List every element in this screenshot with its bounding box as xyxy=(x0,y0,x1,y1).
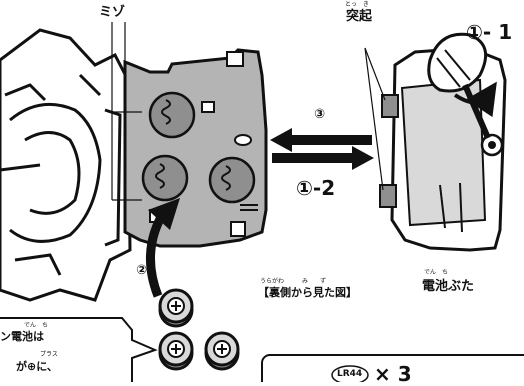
callout-line1-ruby: でん ち xyxy=(24,322,49,329)
coin-battery-right xyxy=(204,331,240,371)
back-view-ruby: うらがわ み ず xyxy=(260,278,327,285)
coin-batteries xyxy=(158,288,240,371)
back-view-label: 【裏側から見た図】 xyxy=(258,286,357,299)
step-arrows xyxy=(270,128,374,170)
callout-line2: が⊕に、 xyxy=(16,360,58,373)
device-body xyxy=(0,28,132,302)
arrow-step-1-2 xyxy=(272,146,374,170)
coin-battery-top xyxy=(158,288,194,328)
battery-count-text: × 3 xyxy=(374,362,412,386)
battery-type-text: LR44 xyxy=(337,369,363,379)
protrusion-ruby: とっ き xyxy=(345,1,369,8)
protrusion-leaders xyxy=(364,47,386,191)
step-2-label: ② xyxy=(136,263,148,278)
battery-cover-ruby: でん ち xyxy=(424,269,449,276)
step-1-2-label: ①-2 xyxy=(296,176,336,200)
screwdriver-icon xyxy=(427,32,497,140)
groove-label: ミゾ xyxy=(99,5,126,20)
protrusion-label: 突起 xyxy=(346,9,373,24)
step-1-1-label: ①- 1 xyxy=(466,20,513,44)
coin-battery-left xyxy=(158,331,194,371)
callout-line2-ruby: プラス xyxy=(40,351,58,358)
battery-compartment xyxy=(123,48,268,248)
battery-type-box xyxy=(261,354,524,386)
callout-bubble xyxy=(0,317,158,386)
battery-cover-label: 電池ぶた xyxy=(422,279,475,294)
groove-leaders xyxy=(111,22,142,201)
callout-line1: ン電池は xyxy=(0,330,44,343)
arrow-step-3 xyxy=(270,128,372,152)
step-3-label: ③ xyxy=(314,107,326,122)
